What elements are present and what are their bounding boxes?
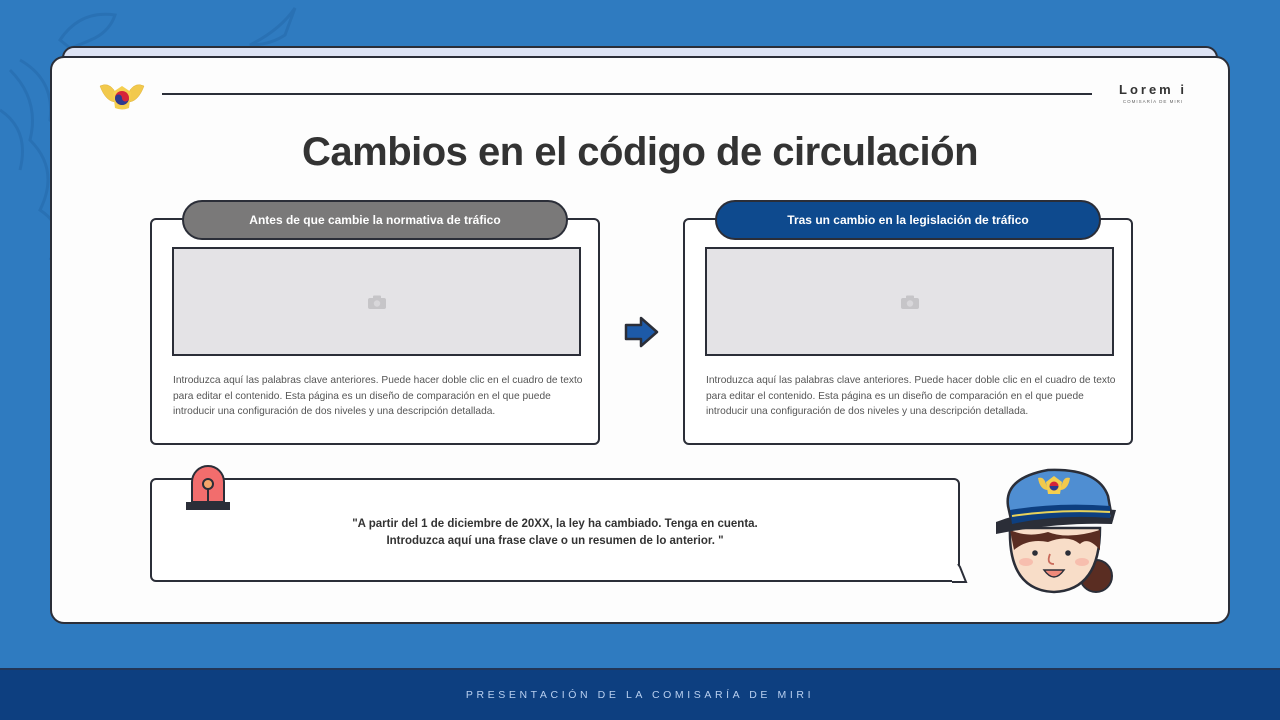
speech-tail-icon (952, 564, 968, 583)
brand: Lorem i COMISARÍA DE MIRI (1118, 82, 1188, 104)
after-panel: Tras un cambio en la legislación de tráf… (683, 200, 1133, 445)
police-badge-icon (99, 84, 145, 110)
brand-name: Lorem i (1119, 82, 1187, 97)
quote-text: "A partir del 1 de diciembre de 20XX, la… (152, 516, 958, 550)
quote-line-2: Introduzca aquí una frase clave o un res… (386, 535, 724, 547)
after-panel-description: Introduzca aquí las palabras clave anter… (706, 375, 1116, 417)
slide: Lorem i COMISARÍA DE MIRI Cambios en el … (50, 56, 1230, 624)
page-title: Cambios en el código de circulación (302, 130, 979, 174)
siren-icon (186, 465, 230, 510)
arrow-right-icon (624, 316, 659, 348)
before-panel-heading: Antes de que cambie la normativa de tráf… (182, 200, 568, 240)
brand-subtitle: COMISARÍA DE MIRI (1122, 99, 1184, 104)
after-panel-heading: Tras un cambio en la legislación de tráf… (715, 200, 1101, 240)
camera-icon (367, 295, 386, 309)
footer: PRESENTACIÓN DE LA COMISARÍA DE MIRI (0, 668, 1280, 720)
before-image-placeholder[interactable] (172, 247, 581, 356)
header-divider (162, 93, 1092, 95)
after-image-placeholder[interactable] (705, 247, 1114, 356)
quote-line-1: "A partir del 1 de diciembre de 20XX, la… (352, 518, 758, 530)
footer-text: PRESENTACIÓN DE LA COMISARÍA DE MIRI (465, 689, 815, 701)
quote-box: "A partir del 1 de diciembre de 20XX, la… (150, 478, 960, 582)
police-officer-icon (996, 468, 1116, 594)
camera-icon (900, 295, 919, 309)
before-panel: Antes de que cambie la normativa de tráf… (150, 200, 600, 445)
before-panel-description: Introduzca aquí las palabras clave anter… (173, 375, 583, 417)
